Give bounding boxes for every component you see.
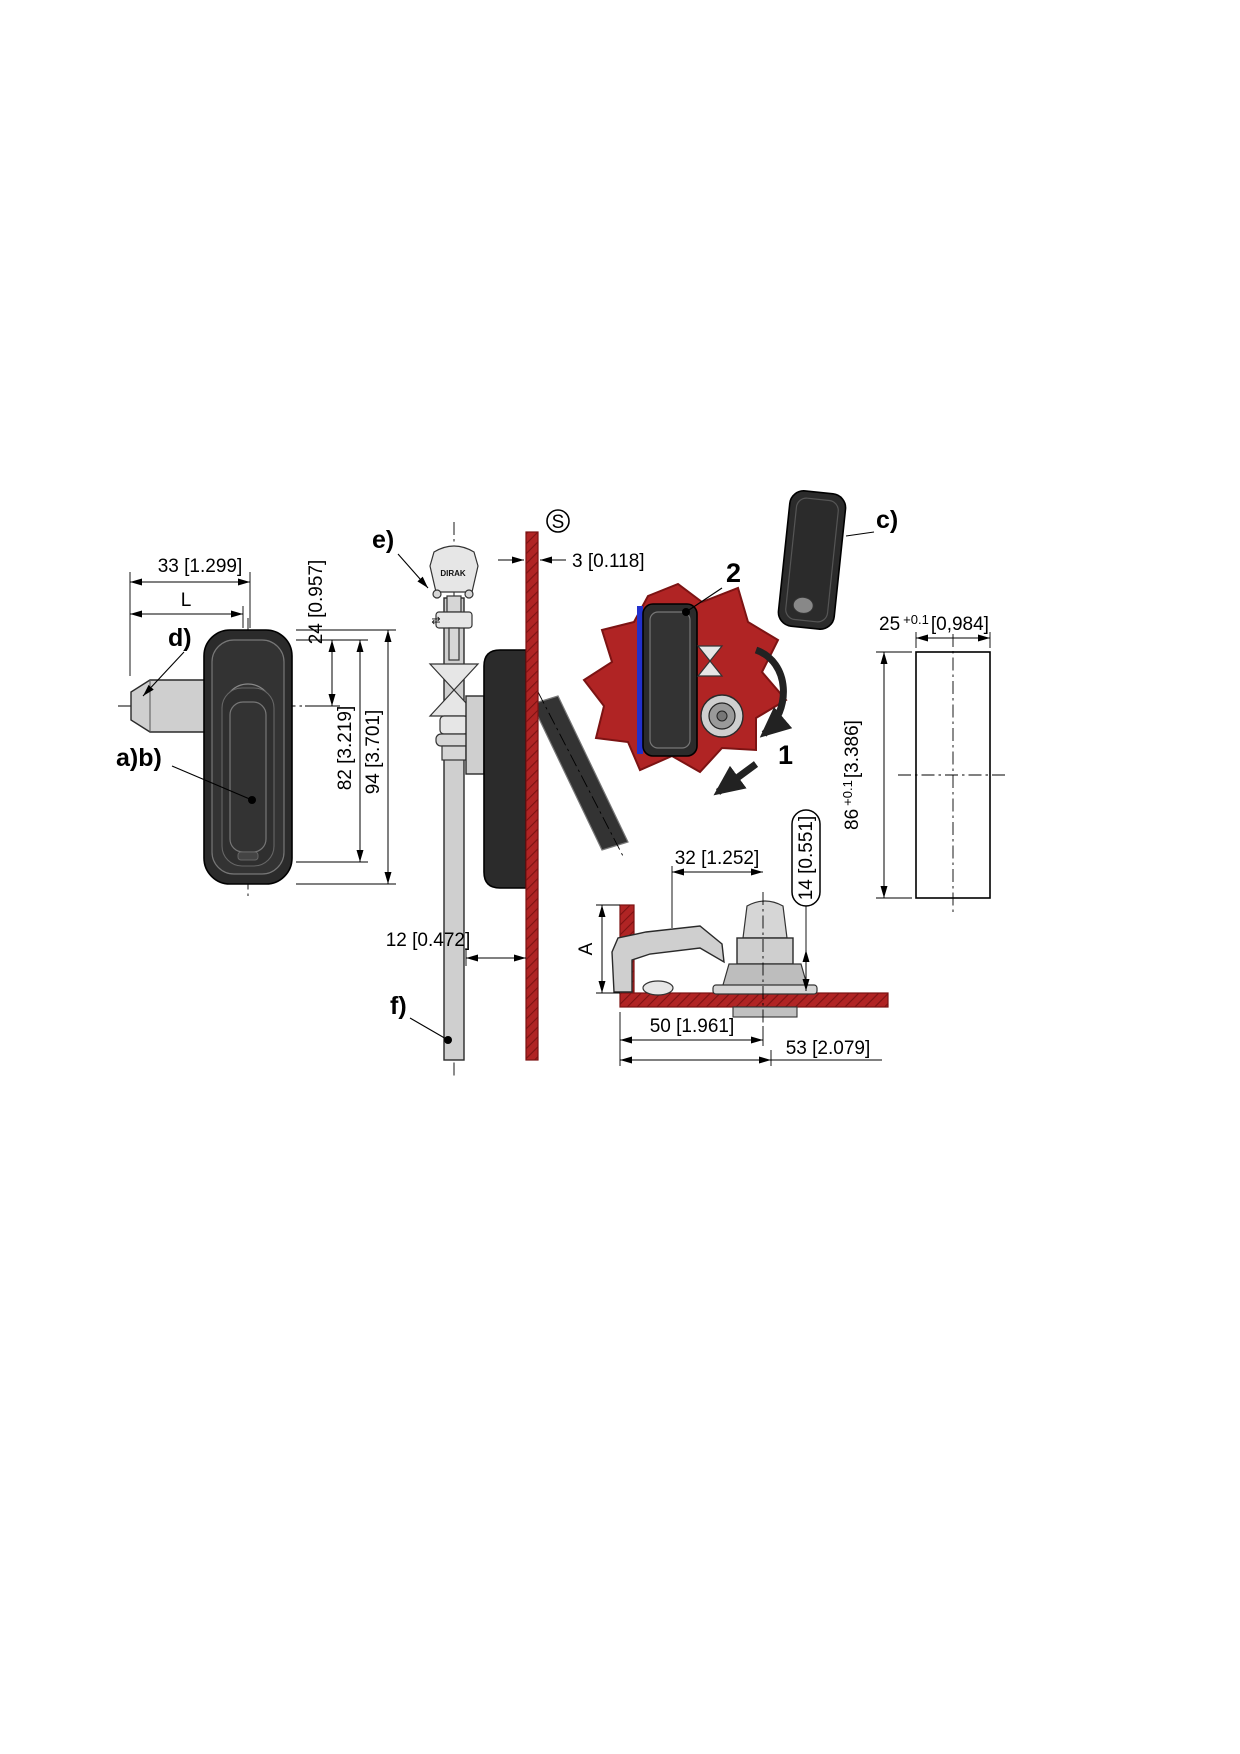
dim-text-94: 94 [3.701] — [363, 710, 384, 795]
surface-symbol: S — [552, 512, 565, 533]
leader-ab — [171, 765, 253, 801]
under-nut — [732, 1006, 798, 1018]
label-part2: 2 — [726, 558, 741, 588]
label-ab: a)b) — [116, 744, 162, 772]
screw-dot — [432, 589, 442, 599]
guide-plate — [465, 695, 485, 775]
lock-detail — [237, 851, 259, 861]
label-f: f) — [390, 992, 407, 1020]
stem — [448, 627, 460, 661]
dim-25-inch: [0,984] — [931, 614, 989, 635]
latch-clip-section — [611, 925, 725, 993]
dim-25-tolerance: +0.1 — [903, 612, 929, 627]
leader-f — [409, 1017, 449, 1041]
handle-inset — [229, 701, 267, 853]
dim-text-A: A — [576, 942, 597, 955]
screw-dot — [464, 589, 474, 599]
cap-neck — [446, 595, 462, 613]
housing-side — [483, 649, 527, 889]
mount-flange — [435, 611, 473, 629]
latch-tongue — [130, 679, 207, 733]
swing-direction-icon: ⇄ — [431, 614, 440, 627]
installed-lock-inner — [649, 611, 691, 749]
front-view: 33 [1.299] L d) a)b) 24 [0.957] 82 [3.21… — [116, 556, 396, 898]
label-e: e) — [372, 526, 394, 554]
dim-text-82: 82 [3.219] — [335, 706, 356, 791]
dim-86-value: 86 — [842, 809, 863, 830]
leader-c — [845, 531, 875, 537]
clip-pad — [642, 980, 674, 996]
leader-dot — [682, 608, 690, 616]
cover-hole — [792, 596, 814, 614]
dim-86-inch: [3.386] — [842, 720, 863, 778]
brand-text: DIRAK — [440, 569, 466, 578]
cutout-view: 25+0.1[0,984] 86+0.1[3.386] — [840, 612, 1008, 916]
dim-25-value: 25 — [879, 614, 900, 635]
mount-nut-center — [716, 710, 728, 722]
label-d: d) — [168, 624, 192, 652]
label-part1: 1 — [778, 740, 793, 770]
door-panel-section — [525, 531, 539, 1061]
dim-text-33: 33 [1.299] — [158, 556, 243, 577]
dim-text-3: 3 [0.118] — [572, 551, 645, 572]
dim-text-86: 86 +0.1 [3.386] — [840, 720, 863, 830]
handle-cap — [429, 545, 479, 593]
collar — [439, 715, 469, 735]
cam-cross-front-lower — [696, 660, 724, 677]
side-view: DIRAK ⇄ S 3 [0.118] 12 [0.472] e) — [372, 509, 645, 1078]
dim-text-25: 25+0.1[0,984] — [879, 612, 989, 635]
leader-part2 — [685, 587, 723, 613]
label-c: c) — [876, 506, 898, 534]
gasket-seal-blue — [637, 606, 643, 754]
surface-symbol-circle — [546, 509, 570, 533]
cover-cap-inner — [785, 497, 839, 623]
cam-cross-upper — [428, 663, 480, 691]
nut — [441, 745, 467, 761]
dim-text-14: 14 [0.551] — [796, 816, 817, 901]
dim-text-50: 50 [1.961] — [650, 1016, 735, 1037]
leader-d — [142, 651, 185, 697]
installation-view: 2 1 — [582, 558, 793, 796]
leader-e — [397, 553, 429, 589]
dim-text-12: 12 [0.472] — [386, 930, 471, 951]
section-view: 32 [1.252] 14 [0.551] A 50 [1.961] 53 [2… — [576, 809, 889, 1066]
cover-part: c) — [777, 490, 898, 630]
dim-text-24: 24 [0.957] — [306, 560, 327, 645]
base-plate — [712, 984, 818, 995]
cover-cap — [777, 490, 847, 630]
leader-dot — [248, 796, 256, 804]
handle-lever-open — [531, 695, 629, 851]
dim-86-tolerance: +0.1 — [840, 780, 855, 806]
cam-cross-front-upper — [696, 645, 724, 662]
insert-arrow — [713, 761, 759, 796]
leader-dot — [444, 1036, 452, 1044]
rotate-arrow — [754, 646, 793, 738]
dim-text-32: 32 [1.252] — [675, 848, 760, 869]
dim-text-L: L — [181, 590, 192, 611]
dim-text-53: 53 [2.079] — [786, 1038, 871, 1059]
lever-centerline — [537, 691, 625, 859]
cam-body — [736, 937, 794, 965]
cam-dome — [742, 900, 788, 939]
